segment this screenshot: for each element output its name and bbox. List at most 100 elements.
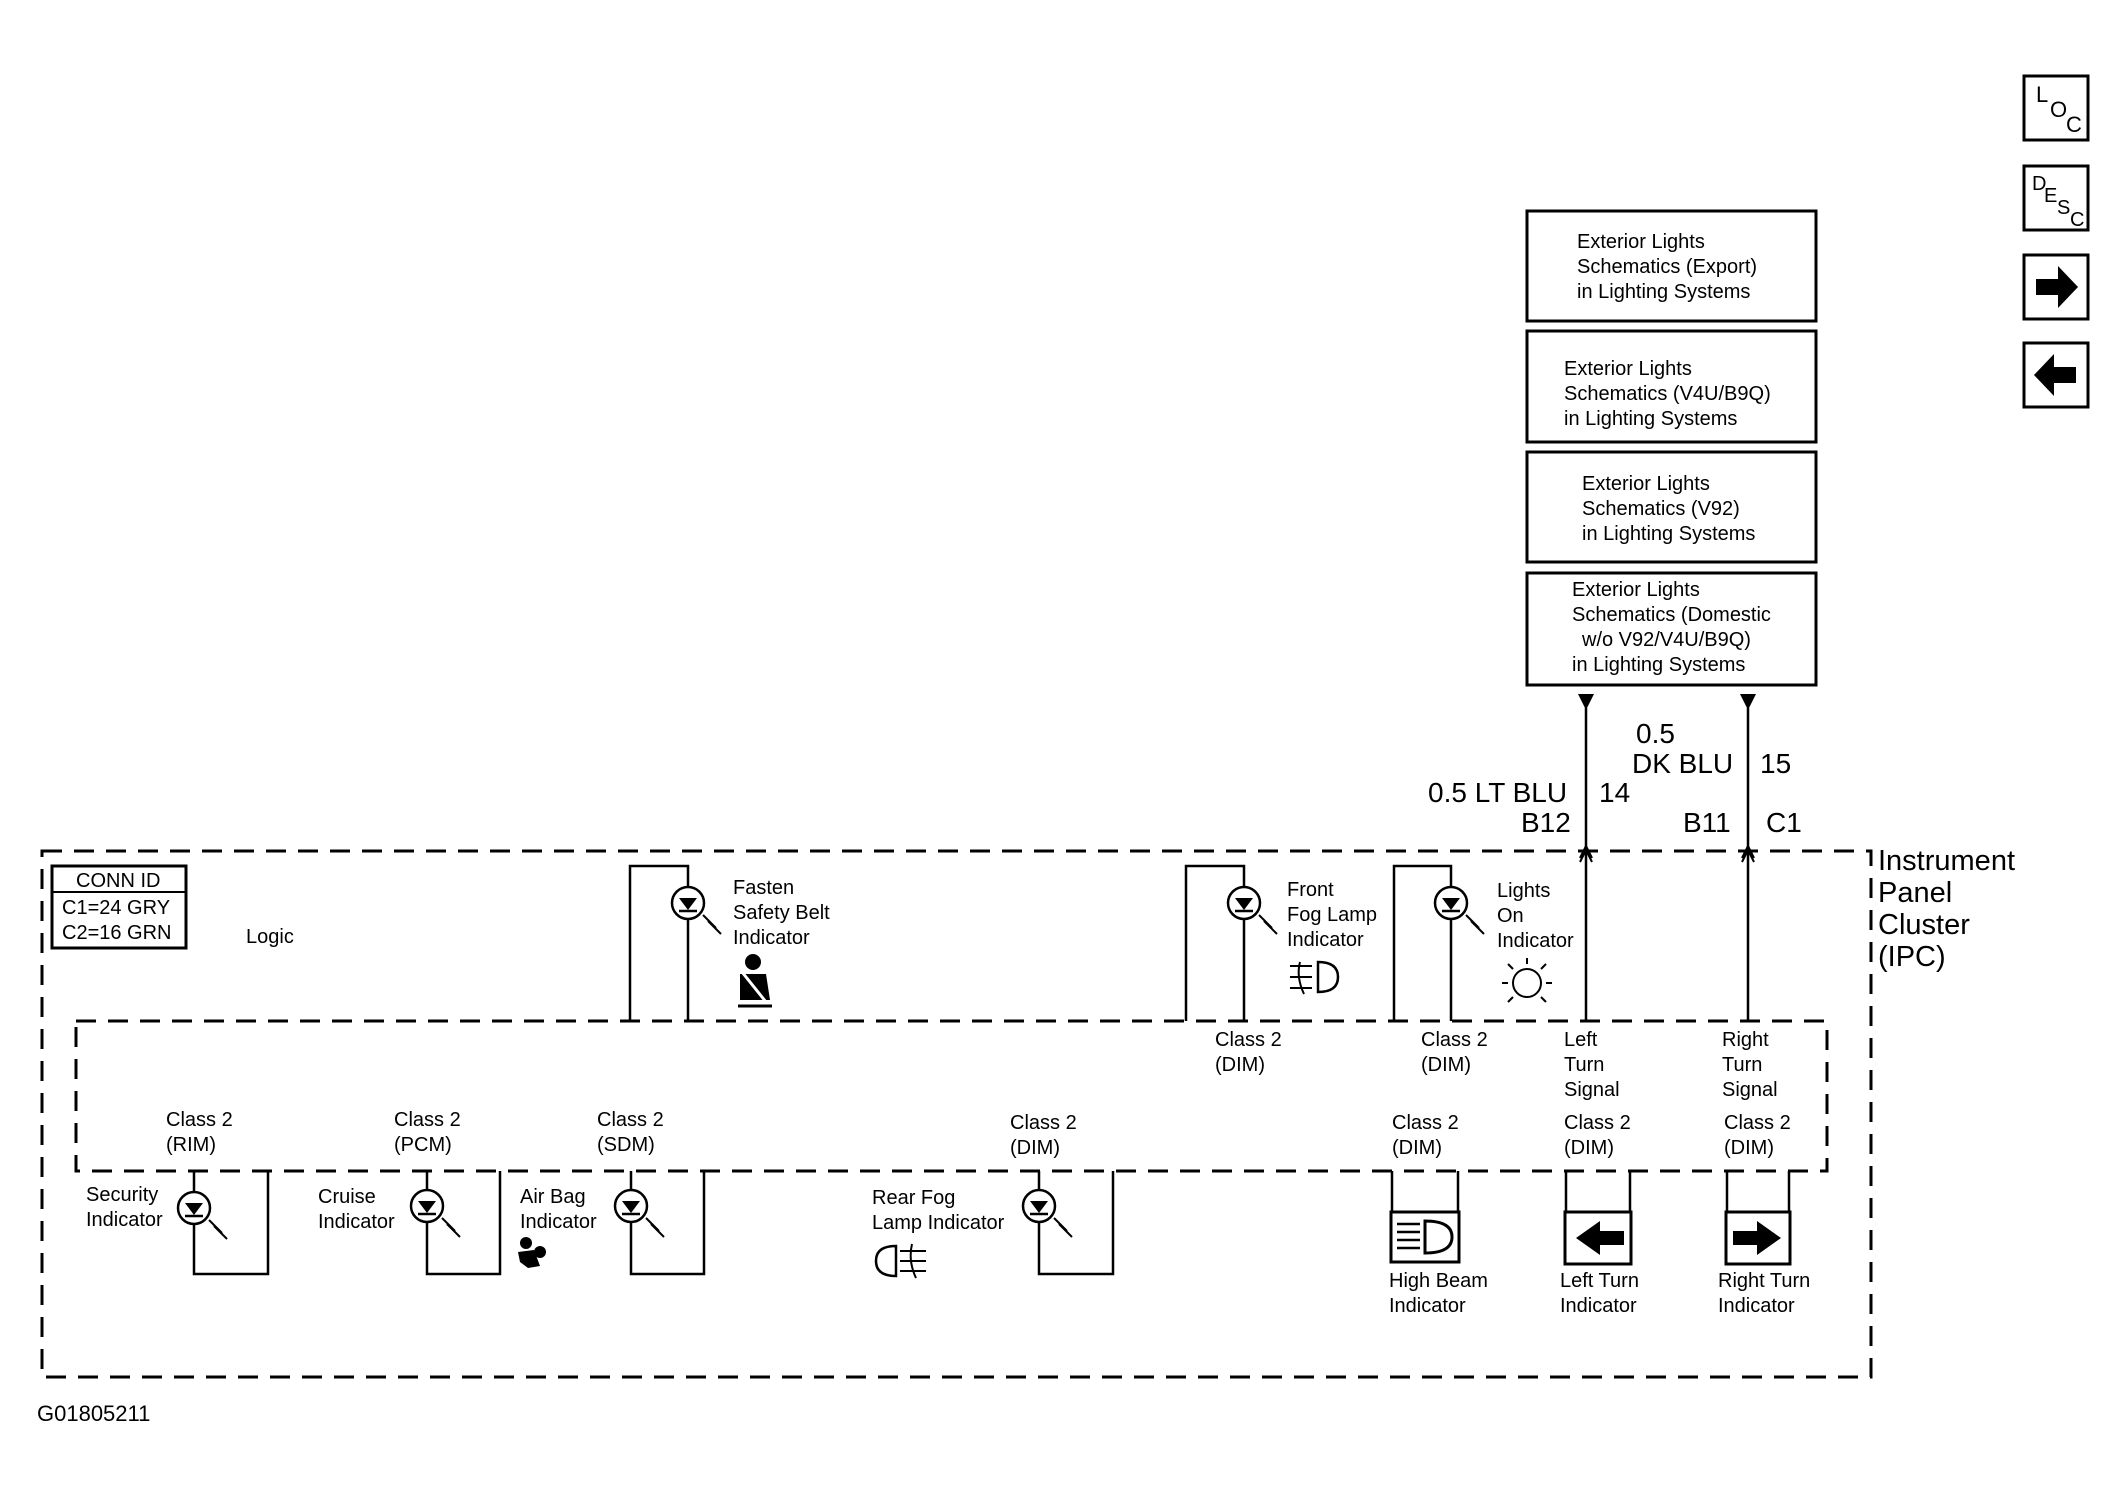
airbag-icon: [518, 1237, 546, 1268]
svg-text:Front: Front: [1287, 879, 1334, 901]
high-beam-indicator: High Beam Indicator: [1389, 1171, 1488, 1317]
reference-box-v4u-b9q[interactable]: Exterior Lights Schematics (V4U/B9Q) in …: [1525, 329, 1818, 444]
svg-text:in Lighting Systems: in Lighting Systems: [1564, 408, 1737, 430]
reference-box-export[interactable]: Exterior Lights Schematics (Export) in L…: [1525, 209, 1818, 323]
security-indicator: Security Indicator: [86, 1171, 270, 1276]
svg-text:Indicator: Indicator: [1389, 1295, 1466, 1317]
arrow-left-icon: [2034, 354, 2076, 396]
svg-text:Safety Belt: Safety Belt: [733, 902, 830, 924]
svg-text:Exterior Lights: Exterior Lights: [1582, 473, 1710, 495]
previous-page-button[interactable]: [2022, 341, 2090, 409]
svg-text:Exterior Lights: Exterior Lights: [1572, 579, 1700, 601]
description-button[interactable]: D E S C: [2022, 164, 2090, 232]
reference-box-domestic[interactable]: Exterior Lights Schematics (Domestic w/o…: [1525, 571, 1818, 687]
svg-text:CONN ID: CONN ID: [76, 870, 160, 892]
air-bag-indicator: Air Bag Indicator: [518, 1171, 706, 1276]
svg-text:Class 2: Class 2: [1421, 1029, 1488, 1051]
class2-label: Class 2 (DIM): [1564, 1112, 1631, 1159]
svg-text:Signal: Signal: [1564, 1079, 1620, 1101]
svg-text:Air Bag: Air Bag: [520, 1186, 586, 1208]
svg-text:(DIM): (DIM): [1010, 1137, 1060, 1159]
svg-text:(PCM): (PCM): [394, 1134, 452, 1156]
led-icon: [1433, 885, 1485, 935]
svg-text:Schematics (Export): Schematics (Export): [1577, 256, 1757, 278]
svg-text:Lights: Lights: [1497, 880, 1550, 902]
front-fog-lamp-icon: [1290, 960, 1340, 995]
next-page-button[interactable]: [2022, 253, 2090, 321]
class2-label: Class 2 (RIM): [166, 1109, 233, 1156]
svg-text:C: C: [2070, 209, 2084, 231]
svg-text:S: S: [2057, 197, 2070, 219]
svg-text:(DIM): (DIM): [1564, 1137, 1614, 1159]
led-icon: [670, 885, 722, 935]
svg-text:C2=16 GRN: C2=16 GRN: [62, 922, 172, 944]
class2-label: Class 2 (PCM): [394, 1109, 461, 1156]
svg-text:Class 2: Class 2: [166, 1109, 233, 1131]
class2-label: Class 2 (DIM): [1724, 1112, 1791, 1159]
svg-text:Indicator: Indicator: [520, 1211, 597, 1233]
svg-text:Schematics (V4U/B9Q): Schematics (V4U/B9Q): [1564, 383, 1771, 405]
svg-text:Right Turn: Right Turn: [1718, 1270, 1810, 1292]
svg-text:C: C: [2066, 112, 2082, 137]
wire-label-right-size: 0.5: [1636, 718, 1675, 749]
class2-label: Class 2 (DIM): [1421, 1029, 1488, 1076]
led-icon: [1226, 885, 1278, 935]
seatbelt-icon: [738, 954, 772, 1008]
class2-label: Class 2 (DIM): [1010, 1112, 1077, 1159]
led-icon: [1021, 1188, 1073, 1238]
class2-label: Class 2 (SDM): [597, 1109, 664, 1156]
svg-text:in Lighting Systems: in Lighting Systems: [1572, 654, 1745, 676]
svg-text:Indicator: Indicator: [86, 1209, 163, 1231]
high-beam-icon: [1389, 1210, 1461, 1264]
svg-text:(DIM): (DIM): [1215, 1054, 1265, 1076]
svg-text:Cruise: Cruise: [318, 1186, 376, 1208]
left-turn-arrow-icon: [1563, 1210, 1633, 1266]
svg-text:Class 2: Class 2: [1564, 1112, 1631, 1134]
svg-text:Fog Lamp: Fog Lamp: [1287, 904, 1377, 926]
wire-left-turn-circuit-14: [1578, 694, 1594, 1020]
svg-text:Indicator: Indicator: [1497, 930, 1574, 952]
left-turn-signal-label: Left Turn Signal: [1564, 1029, 1620, 1101]
reference-box-v92[interactable]: Exterior Lights Schematics (V92) in Ligh…: [1525, 450, 1818, 564]
svg-text:Cluster: Cluster: [1878, 909, 1970, 941]
svg-text:Rear Fog: Rear Fog: [872, 1187, 955, 1209]
svg-text:(SDM): (SDM): [597, 1134, 655, 1156]
led-icon: [176, 1190, 228, 1240]
lights-on-indicator: Lights On Indicator: [1392, 864, 1574, 1021]
svg-text:(DIM): (DIM): [1392, 1137, 1442, 1159]
svg-text:Class 2: Class 2: [394, 1109, 461, 1131]
right-turn-arrow-icon: [1724, 1210, 1792, 1266]
svg-text:Lamp Indicator: Lamp Indicator: [872, 1212, 1005, 1234]
wire-label-left-circuit: 14: [1599, 777, 1630, 808]
svg-text:E: E: [2044, 185, 2057, 207]
lights-on-icon: [1502, 958, 1552, 1003]
svg-text:Fasten: Fasten: [733, 877, 794, 899]
svg-text:Schematics (V92): Schematics (V92): [1582, 498, 1740, 520]
svg-text:High Beam: High Beam: [1389, 1270, 1488, 1292]
svg-text:C1=24 GRY: C1=24 GRY: [62, 897, 170, 919]
svg-text:Schematics (Domestic: Schematics (Domestic: [1572, 604, 1771, 626]
svg-text:Instrument: Instrument: [1878, 845, 2015, 877]
left-turn-indicator: Left Turn Indicator: [1560, 1171, 1639, 1317]
right-turn-signal-label: Right Turn Signal: [1722, 1029, 1778, 1101]
svg-text:D: D: [2032, 173, 2046, 195]
svg-text:Security: Security: [86, 1184, 158, 1206]
svg-text:Class 2: Class 2: [597, 1109, 664, 1131]
ipc-boundary: [40, 849, 1873, 1379]
svg-text:Indicator: Indicator: [733, 927, 810, 949]
led-icon: [409, 1188, 461, 1238]
svg-text:Turn: Turn: [1722, 1054, 1762, 1076]
svg-text:(IPC): (IPC): [1878, 941, 1946, 973]
svg-text:Right: Right: [1722, 1029, 1769, 1051]
svg-text:Exterior Lights: Exterior Lights: [1564, 358, 1692, 380]
svg-text:On: On: [1497, 905, 1524, 927]
svg-text:Class 2: Class 2: [1724, 1112, 1791, 1134]
location-button[interactable]: L O C: [2022, 74, 2090, 142]
svg-text:Class 2: Class 2: [1392, 1112, 1459, 1134]
svg-text:L: L: [2036, 82, 2048, 107]
right-turn-indicator: Right Turn Indicator: [1718, 1171, 1810, 1317]
arrow-right-icon: [2036, 266, 2078, 308]
svg-text:Class 2: Class 2: [1010, 1112, 1077, 1134]
class2-label: Class 2 (DIM): [1392, 1112, 1459, 1159]
svg-text:(RIM): (RIM): [166, 1134, 216, 1156]
